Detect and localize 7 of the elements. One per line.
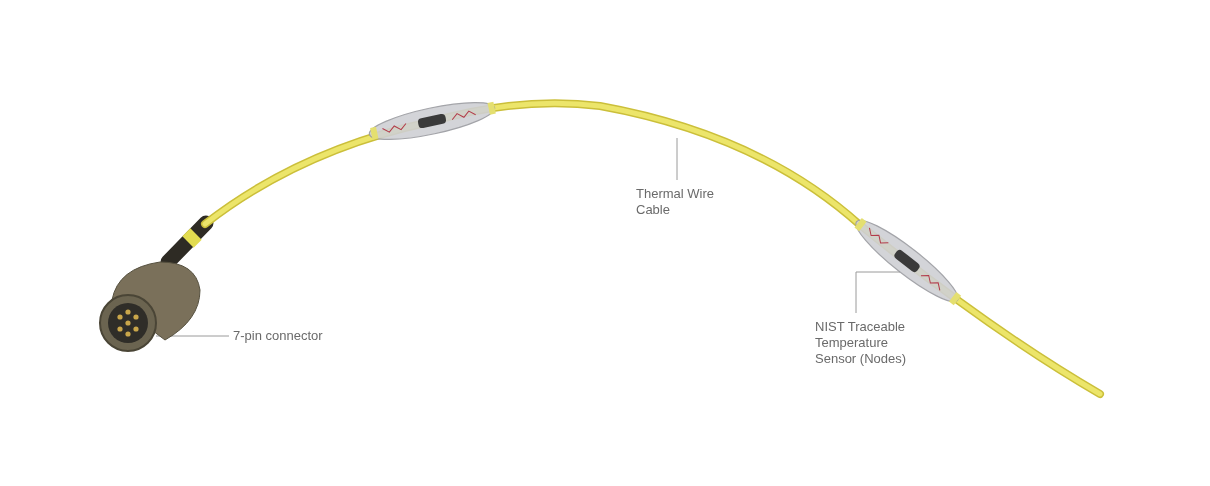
leader-line: [676, 137, 678, 181]
leader-line: [855, 271, 901, 314]
connector-drawing: [99, 294, 157, 352]
callout-label: Thermal Wire Cable: [636, 186, 736, 218]
callout-label: 7-pin connector: [233, 328, 343, 344]
sensor-node-drawing: [854, 218, 962, 306]
callout-label: NIST Traceable Temperature Sensor (Nodes): [815, 319, 925, 367]
